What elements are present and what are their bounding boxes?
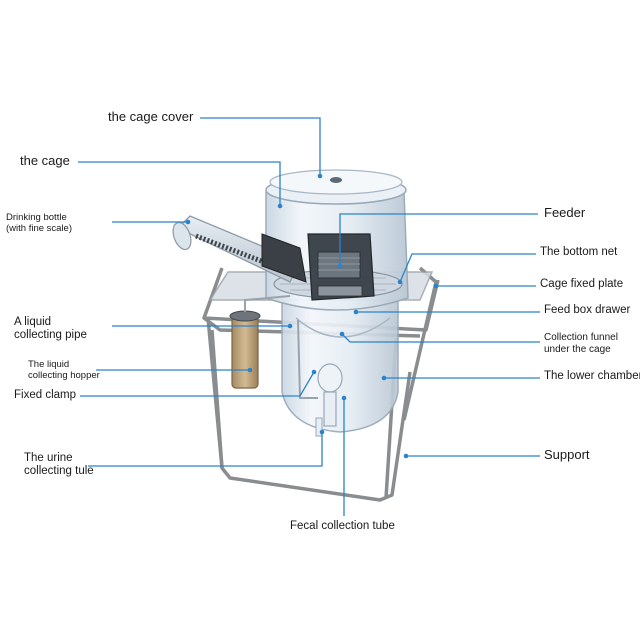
- label-liquid-pipe-line2: collecting pipe: [14, 329, 87, 342]
- label-drinking-bottle-line2: (with fine scale): [6, 222, 72, 234]
- liquid-hopper-shape: [231, 315, 259, 389]
- leader-dots: [185, 173, 439, 459]
- label-liquid-pipe: A liquid collecting pipe: [14, 316, 87, 342]
- label-urine-tule-line1: The urine: [24, 452, 73, 464]
- label-liquid-hopper-line2: collecting hopper: [28, 369, 100, 381]
- label-cage: the cage: [20, 153, 70, 168]
- liquid-pipe-shape: [244, 295, 291, 312]
- label-bottom-net: The bottom net: [540, 246, 618, 258]
- label-lower-chamber: The lower chamber: [544, 370, 640, 382]
- label-liquid-hopper-line1: The liquid: [28, 359, 70, 370]
- label-cage-plate: Cage fixed plate: [540, 278, 624, 290]
- label-cage-cover: the cage cover: [108, 109, 194, 124]
- label-liquid-pipe-line1: A liquid: [14, 316, 52, 328]
- label-drinking-bottle-line1: Drinking bottle: [6, 212, 67, 223]
- feed-drawer-shape: [317, 285, 363, 297]
- label-collection-funnel-line1: Collection funnel: [544, 332, 618, 343]
- label-urine-tule: The urine collecting tule: [24, 452, 94, 478]
- leader-lines: [78, 117, 540, 516]
- label-feeder: Feeder: [544, 205, 586, 220]
- label-support: Support: [544, 447, 590, 462]
- label-drinking-bottle: Drinking bottle (with fine scale): [6, 212, 72, 235]
- fecal-tube-shape: [323, 391, 337, 427]
- label-liquid-hopper: The liquid collecting hopper: [28, 359, 100, 382]
- label-collection-funnel-line2: under the cage: [544, 343, 611, 355]
- label-collection-funnel: Collection funnel under the cage: [544, 332, 618, 355]
- drinking-bottle-shape: [172, 215, 307, 283]
- fixed-clamp-shape: [297, 319, 318, 399]
- label-feed-drawer: Feed box drawer: [544, 304, 631, 316]
- label-urine-tule-line2: collecting tule: [24, 465, 94, 478]
- label-fecal-tube: Fecal collection tube: [290, 520, 395, 532]
- label-fixed-clamp: Fixed clamp: [14, 389, 76, 401]
